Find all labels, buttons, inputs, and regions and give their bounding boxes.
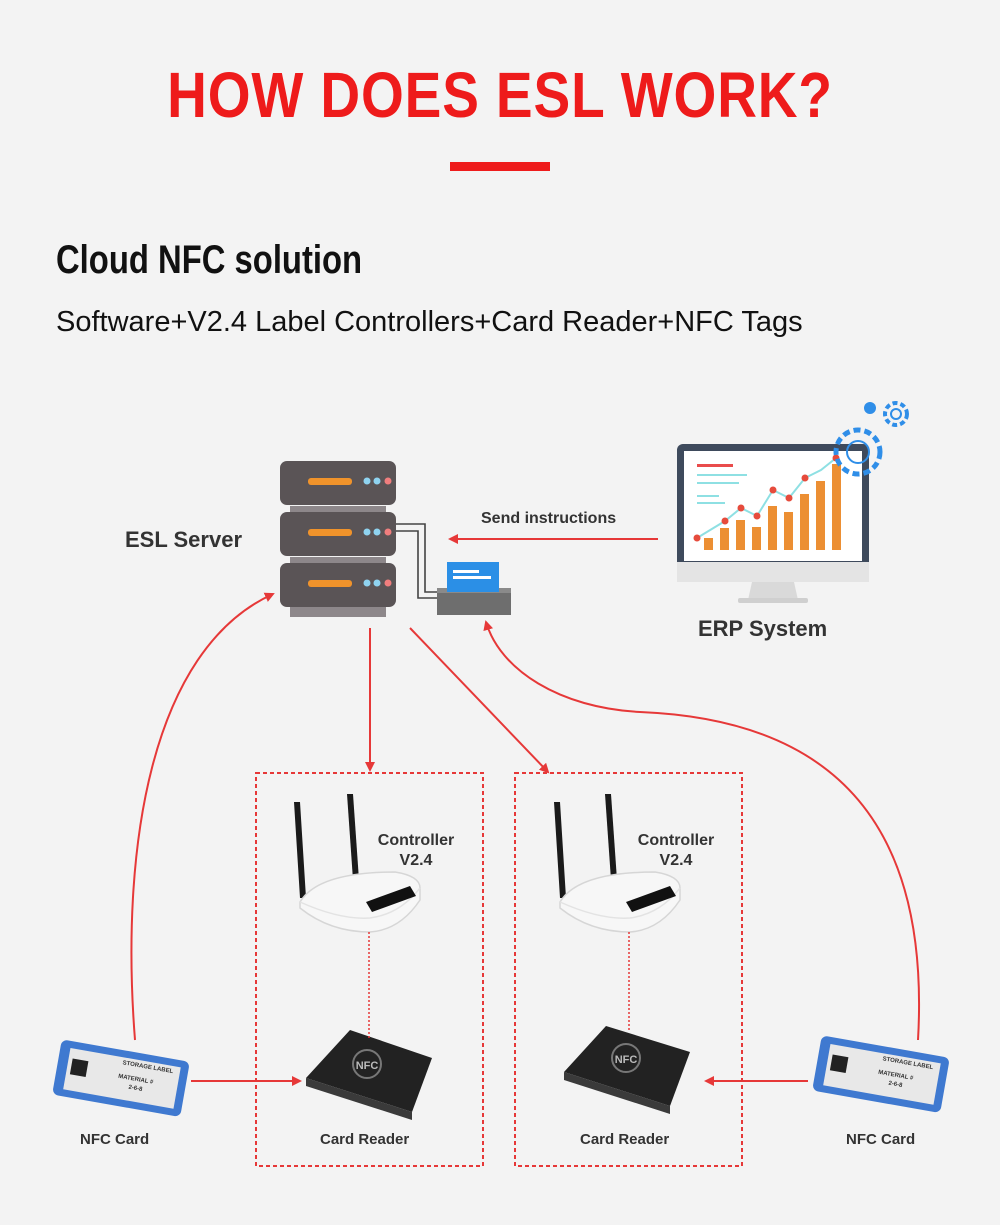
solution-description: Software+V2.4 Label Controllers+Card Rea… — [56, 306, 803, 338]
server-gateway-cables — [396, 523, 437, 599]
controller-right-line1: Controller — [637, 832, 715, 849]
controller-group-right-box — [514, 772, 743, 1167]
gear-icon — [833, 401, 909, 477]
card-reader-right-label: Card Reader — [580, 1131, 670, 1148]
esl-server-icon — [280, 461, 396, 617]
erp-system-label: ERP System — [698, 616, 828, 641]
reader-logo-text: NFC — [356, 1060, 379, 1072]
nfc-card-left-label: NFC Card — [80, 1131, 150, 1148]
nfc-card-right-icon: STORAGE LABEL MATERIAL # 2-6-8 — [813, 1036, 949, 1113]
esl-server-label: ESL Server — [125, 527, 243, 552]
gateway-device-icon — [437, 562, 511, 615]
arrow-nfc-right-to-gateway — [483, 620, 920, 1041]
nfc-card-code-text: 2-6-8 — [128, 1085, 143, 1093]
solution-title: Cloud NFC solution — [56, 238, 363, 282]
card-reader-left-icon: NFC — [306, 1030, 432, 1120]
card-reader-left-label: Card Reader — [320, 1131, 410, 1148]
nfc-card-left-icon: STORAGE LABEL MATERIAL # 2-6-8 — [53, 1040, 189, 1117]
nfc-card-right-label: NFC Card — [846, 1131, 916, 1148]
nfc-card-code-text: 2-6-8 — [888, 1081, 903, 1089]
controller-left-line2: V2.4 — [399, 852, 433, 869]
controller-left-line1: Controller — [377, 832, 455, 849]
arrow-server-to-controller-right — [409, 627, 550, 774]
controller-left-icon — [294, 794, 421, 933]
controller-right-icon — [554, 794, 681, 933]
erp-monitor-icon — [677, 444, 869, 603]
reader-logo-text: NFC — [615, 1054, 638, 1066]
card-reader-right-icon: NFC — [564, 1026, 690, 1114]
controller-right-label: Controller V2.4 — [630, 832, 722, 870]
title-underline — [450, 162, 550, 171]
page-title: HOW DOES ESL WORK? — [167, 59, 833, 131]
controller-left-label: Controller V2.4 — [370, 832, 462, 870]
arrow-nfc-left-to-server — [130, 592, 275, 1041]
controller-right-line2: V2.4 — [659, 852, 693, 869]
controller-group-left-box — [255, 772, 484, 1167]
send-instructions-label: Send instructions — [481, 510, 617, 527]
